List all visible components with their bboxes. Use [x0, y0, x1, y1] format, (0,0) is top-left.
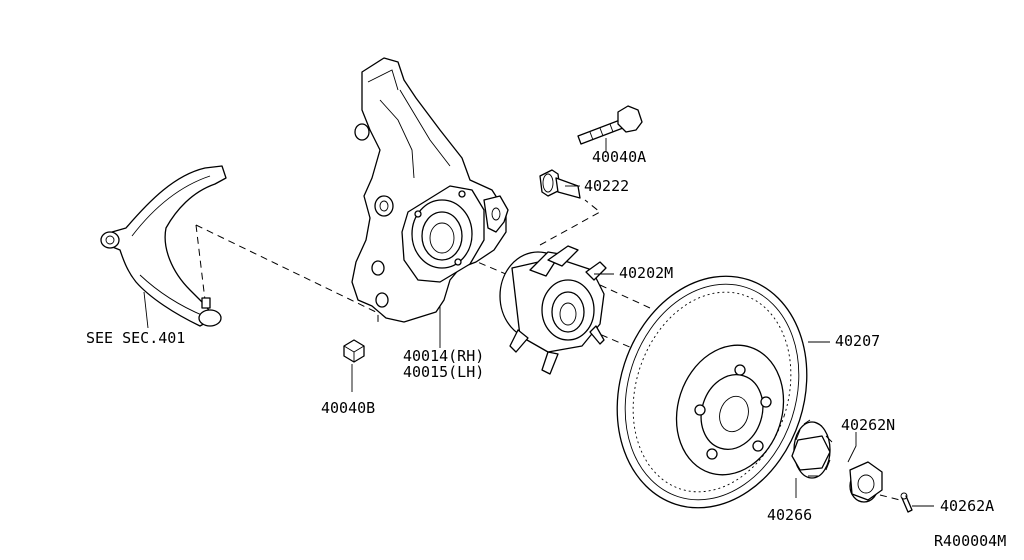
label-see-sec: SEE SEC.401	[86, 329, 185, 347]
label-40040a: 40040A	[592, 148, 646, 166]
stud-40222	[539, 169, 581, 199]
leader-lines	[143, 138, 934, 507]
label-40207: 40207	[835, 332, 880, 350]
label-40222: 40222	[584, 177, 629, 195]
label-40262n: 40262N	[841, 416, 895, 434]
hub-assembly-40202m	[499, 245, 607, 375]
brake-rotor-40207	[616, 275, 808, 509]
lower-control-arm	[100, 165, 227, 327]
cotter-pin-40262a	[900, 492, 913, 513]
steering-knuckle	[351, 57, 509, 323]
part-labels: SEE SEC.401 40040A 40222 40202M 40207 40…	[86, 148, 1006, 550]
nut-40262n	[849, 461, 883, 503]
label-40262a: 40262A	[940, 497, 994, 515]
spacer-40266	[791, 419, 833, 479]
label-40014: 40014(RH)	[403, 347, 484, 365]
bolt-40040a	[577, 105, 643, 145]
nut-40040b	[343, 339, 365, 363]
label-reference: R400004M	[934, 532, 1006, 550]
label-40040b: 40040B	[321, 399, 375, 417]
label-40266: 40266	[767, 506, 812, 524]
label-40015: 40015(LH)	[403, 363, 484, 381]
label-40202m: 40202M	[619, 264, 673, 282]
